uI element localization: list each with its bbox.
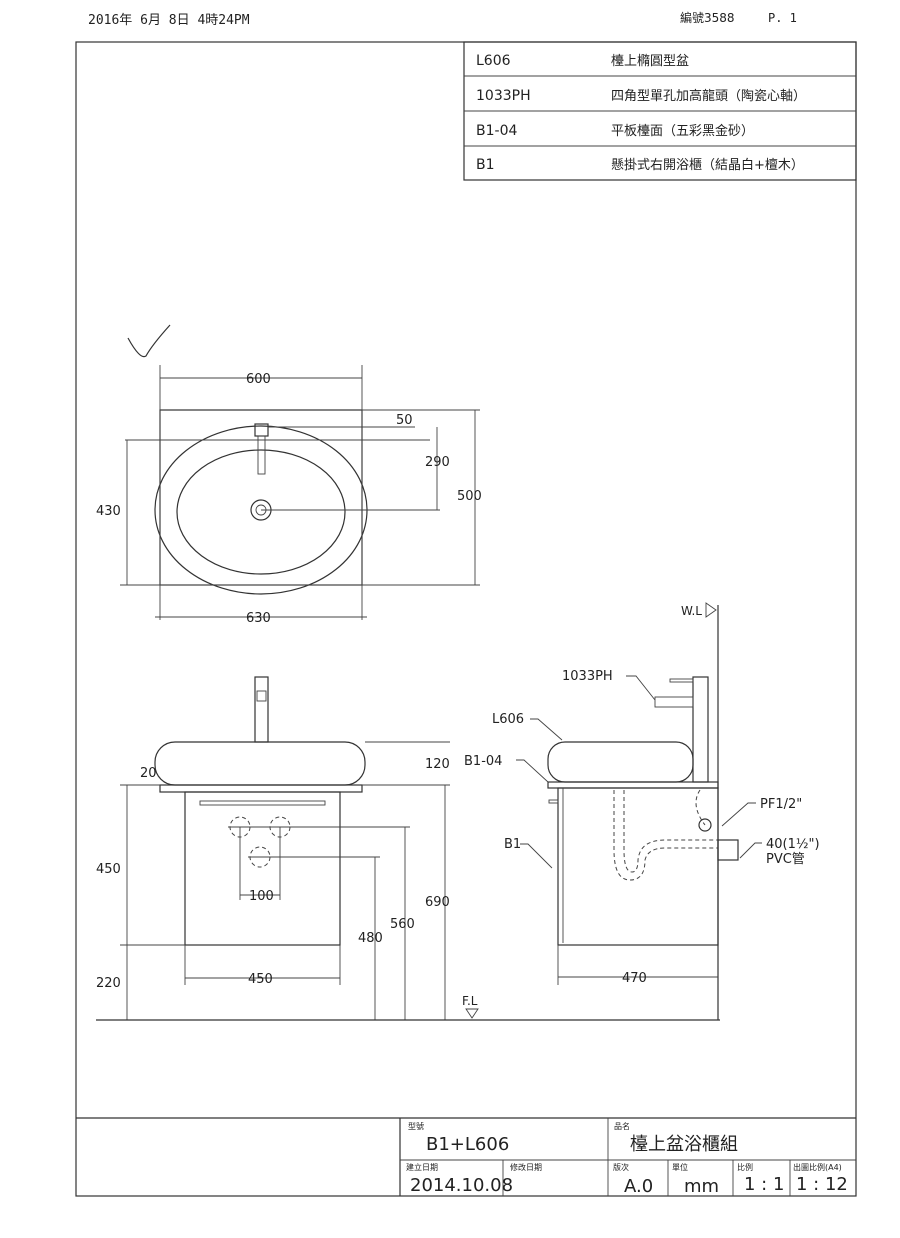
version-label: 版次: [613, 1162, 629, 1172]
product-label: 品名: [614, 1121, 630, 1131]
print-date: 2016年 6月 8日 4時24PM: [88, 13, 250, 28]
part-code: L606: [476, 53, 511, 69]
dim-630: 630: [246, 611, 271, 626]
parts-table: L606 檯上橢圓型盆 1033PH 四角型單孔加高龍頭（陶瓷心軸） B1-04…: [463, 41, 857, 181]
print-scale-value: 1 : 12: [796, 1174, 848, 1195]
label-l606: L606: [492, 712, 524, 727]
unit-value: mm: [684, 1176, 719, 1197]
print-scale-label: 出圖比例(A4): [793, 1162, 842, 1172]
title-block: 型號 B1+L606 品名 檯上盆浴櫃組 建立日期 2014.10.08 修改日…: [76, 1117, 856, 1197]
dim-480: 480: [358, 931, 383, 946]
modified-label: 修改日期: [510, 1162, 542, 1172]
dim-430: 430: [96, 504, 121, 519]
created-label: 建立日期: [406, 1162, 438, 1172]
dim-600: 600: [246, 372, 271, 387]
unit-label: 單位: [672, 1162, 688, 1172]
top-view: 600 630 430 500 290 50: [96, 365, 482, 626]
floor-label: F.L: [462, 994, 478, 1008]
dim-220: 220: [96, 976, 121, 991]
dim-450-height: 450: [96, 862, 121, 877]
part-name: 四角型單孔加高龍頭（陶瓷心軸）: [611, 88, 806, 104]
label-b1-04: B1-04: [464, 754, 502, 769]
dim-690: 690: [425, 895, 450, 910]
part-name: 檯上橢圓型盆: [611, 54, 689, 69]
dim-50: 50: [396, 413, 413, 428]
label-b1: B1: [504, 837, 521, 852]
label-pf12: PF1/2": [760, 797, 802, 812]
dim-100: 100: [249, 889, 274, 904]
dim-20: 20: [140, 766, 157, 781]
model-label: 型號: [408, 1121, 424, 1131]
label-1033ph: 1033PH: [562, 669, 613, 684]
side-view: W.L 1033PH L606 B1-04 B1 PF1/2" 40(1½") …: [464, 602, 820, 1020]
doc-number: 編號3588: [680, 10, 735, 25]
wall-label: W.L: [681, 604, 702, 618]
dim-450-width: 450: [248, 972, 273, 987]
part-code: B1-04: [476, 123, 517, 139]
sheet-border: [75, 41, 857, 1197]
scale-value: 1 : 1: [744, 1174, 784, 1195]
label-pvc: PVC管: [766, 852, 805, 867]
product-value: 檯上盆浴櫃組: [630, 1134, 738, 1155]
part-code: B1: [476, 157, 495, 173]
part-code: 1033PH: [476, 88, 531, 104]
scale-label: 比例: [737, 1162, 753, 1172]
dim-120: 120: [425, 757, 450, 772]
model-value: B1+L606: [426, 1134, 509, 1155]
dim-500: 500: [457, 489, 482, 504]
created-value: 2014.10.08: [410, 1175, 513, 1196]
check-mark: [127, 324, 171, 358]
page-number: P. 1: [768, 11, 797, 25]
part-name: 懸掛式右開浴櫃（結晶白+檀木）: [611, 157, 804, 173]
front-view: 20 450 220 120 690 560 480 100 450 F.L: [96, 676, 720, 1021]
label-drain-size: 40(1½"): [766, 837, 820, 852]
dim-290: 290: [425, 455, 450, 470]
dim-470: 470: [622, 971, 647, 986]
version-value: A.0: [624, 1176, 653, 1197]
part-name: 平板檯面（五彩黑金砂）: [611, 123, 754, 139]
dim-560: 560: [390, 917, 415, 932]
